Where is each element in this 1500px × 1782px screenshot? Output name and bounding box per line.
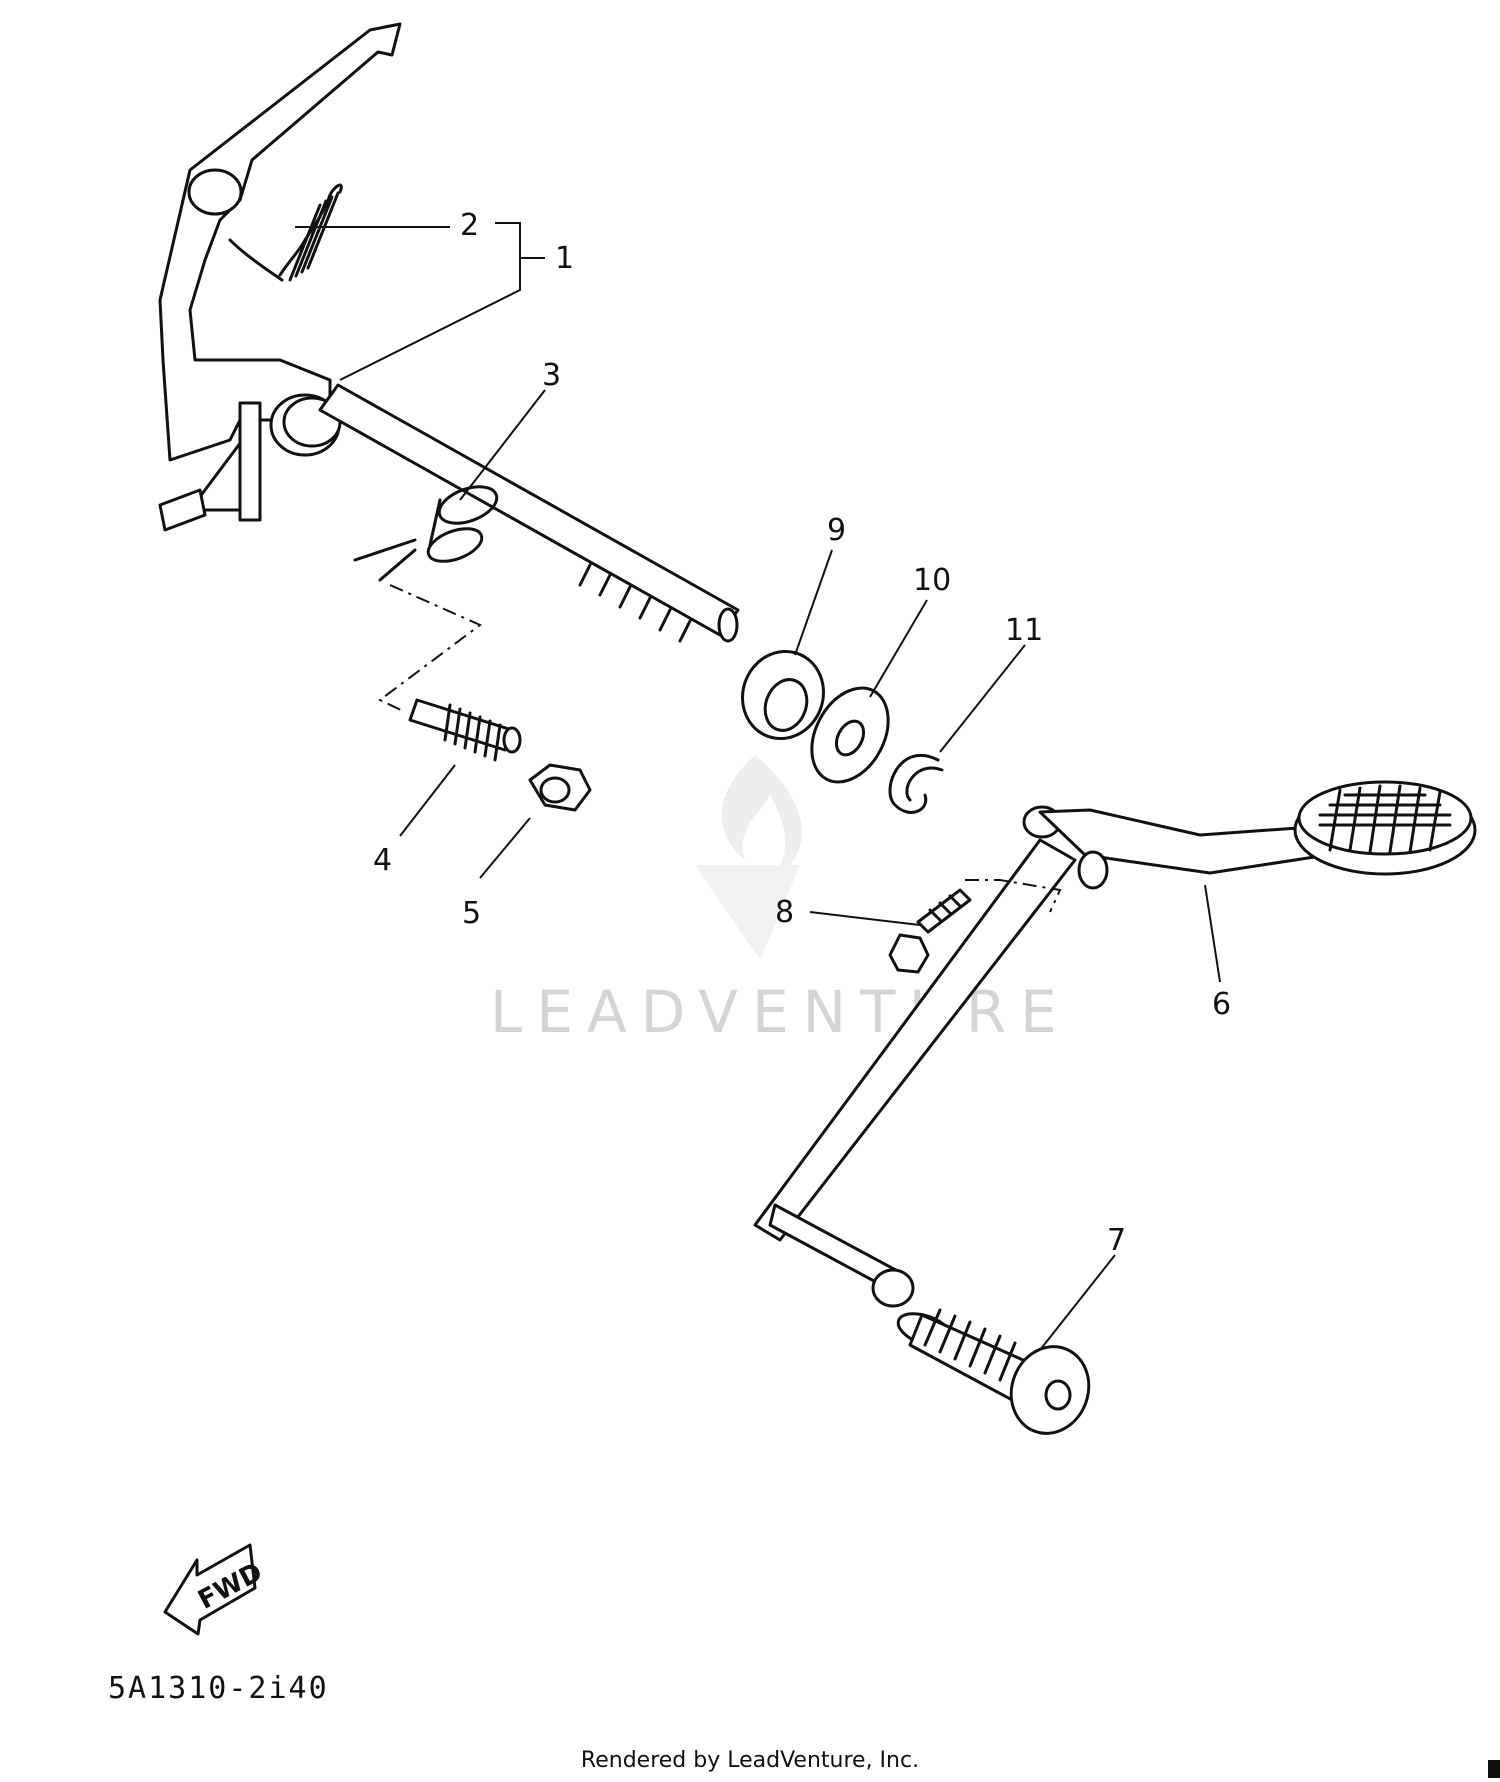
callout-6: 6 — [1212, 987, 1231, 1022]
part-10-washer — [810, 686, 890, 784]
part-3-return-spring — [353, 485, 499, 582]
callout-11: 11 — [1005, 613, 1043, 648]
part-6-brake-pedal — [753, 780, 1477, 1308]
callout-3: 3 — [542, 358, 561, 393]
callout-2: 2 — [460, 208, 479, 243]
callout-1: 1 — [555, 241, 574, 276]
callout-10: 10 — [913, 563, 951, 598]
diagram-code: 5A1310-2i40 — [108, 1671, 329, 1706]
part-11-circlip — [888, 753, 944, 814]
footer-credit: Rendered by LeadVenture, Inc. — [580, 1748, 920, 1773]
leadventure-logo-icon — [695, 755, 802, 960]
watermark-brand: LEADVENTURE — [490, 978, 1071, 1046]
part-8-bolt — [888, 888, 972, 974]
shift-shaft — [318, 383, 740, 643]
assembly-lines — [378, 584, 1062, 913]
callout-5: 5 — [462, 896, 481, 931]
part-9-oil-seal — [741, 649, 825, 741]
callout-8: 8 — [775, 895, 794, 930]
callout-4: 4 — [373, 843, 392, 878]
edge-marker — [1488, 1760, 1500, 1778]
part-1-shift-arm — [158, 22, 402, 532]
part-2-spring — [228, 183, 343, 282]
callout-7: 7 — [1107, 1223, 1126, 1258]
fwd-arrow-icon: FWD — [163, 1543, 267, 1636]
part-4-stud-bolt — [408, 698, 522, 762]
leader-lines — [295, 222, 1221, 1351]
callouts: 1 2 3 4 5 6 7 8 9 10 11 — [373, 208, 1231, 1258]
part-7-pedal-rubber — [896, 1308, 1091, 1435]
part-5-nut — [528, 763, 592, 812]
callout-9: 9 — [827, 513, 846, 548]
